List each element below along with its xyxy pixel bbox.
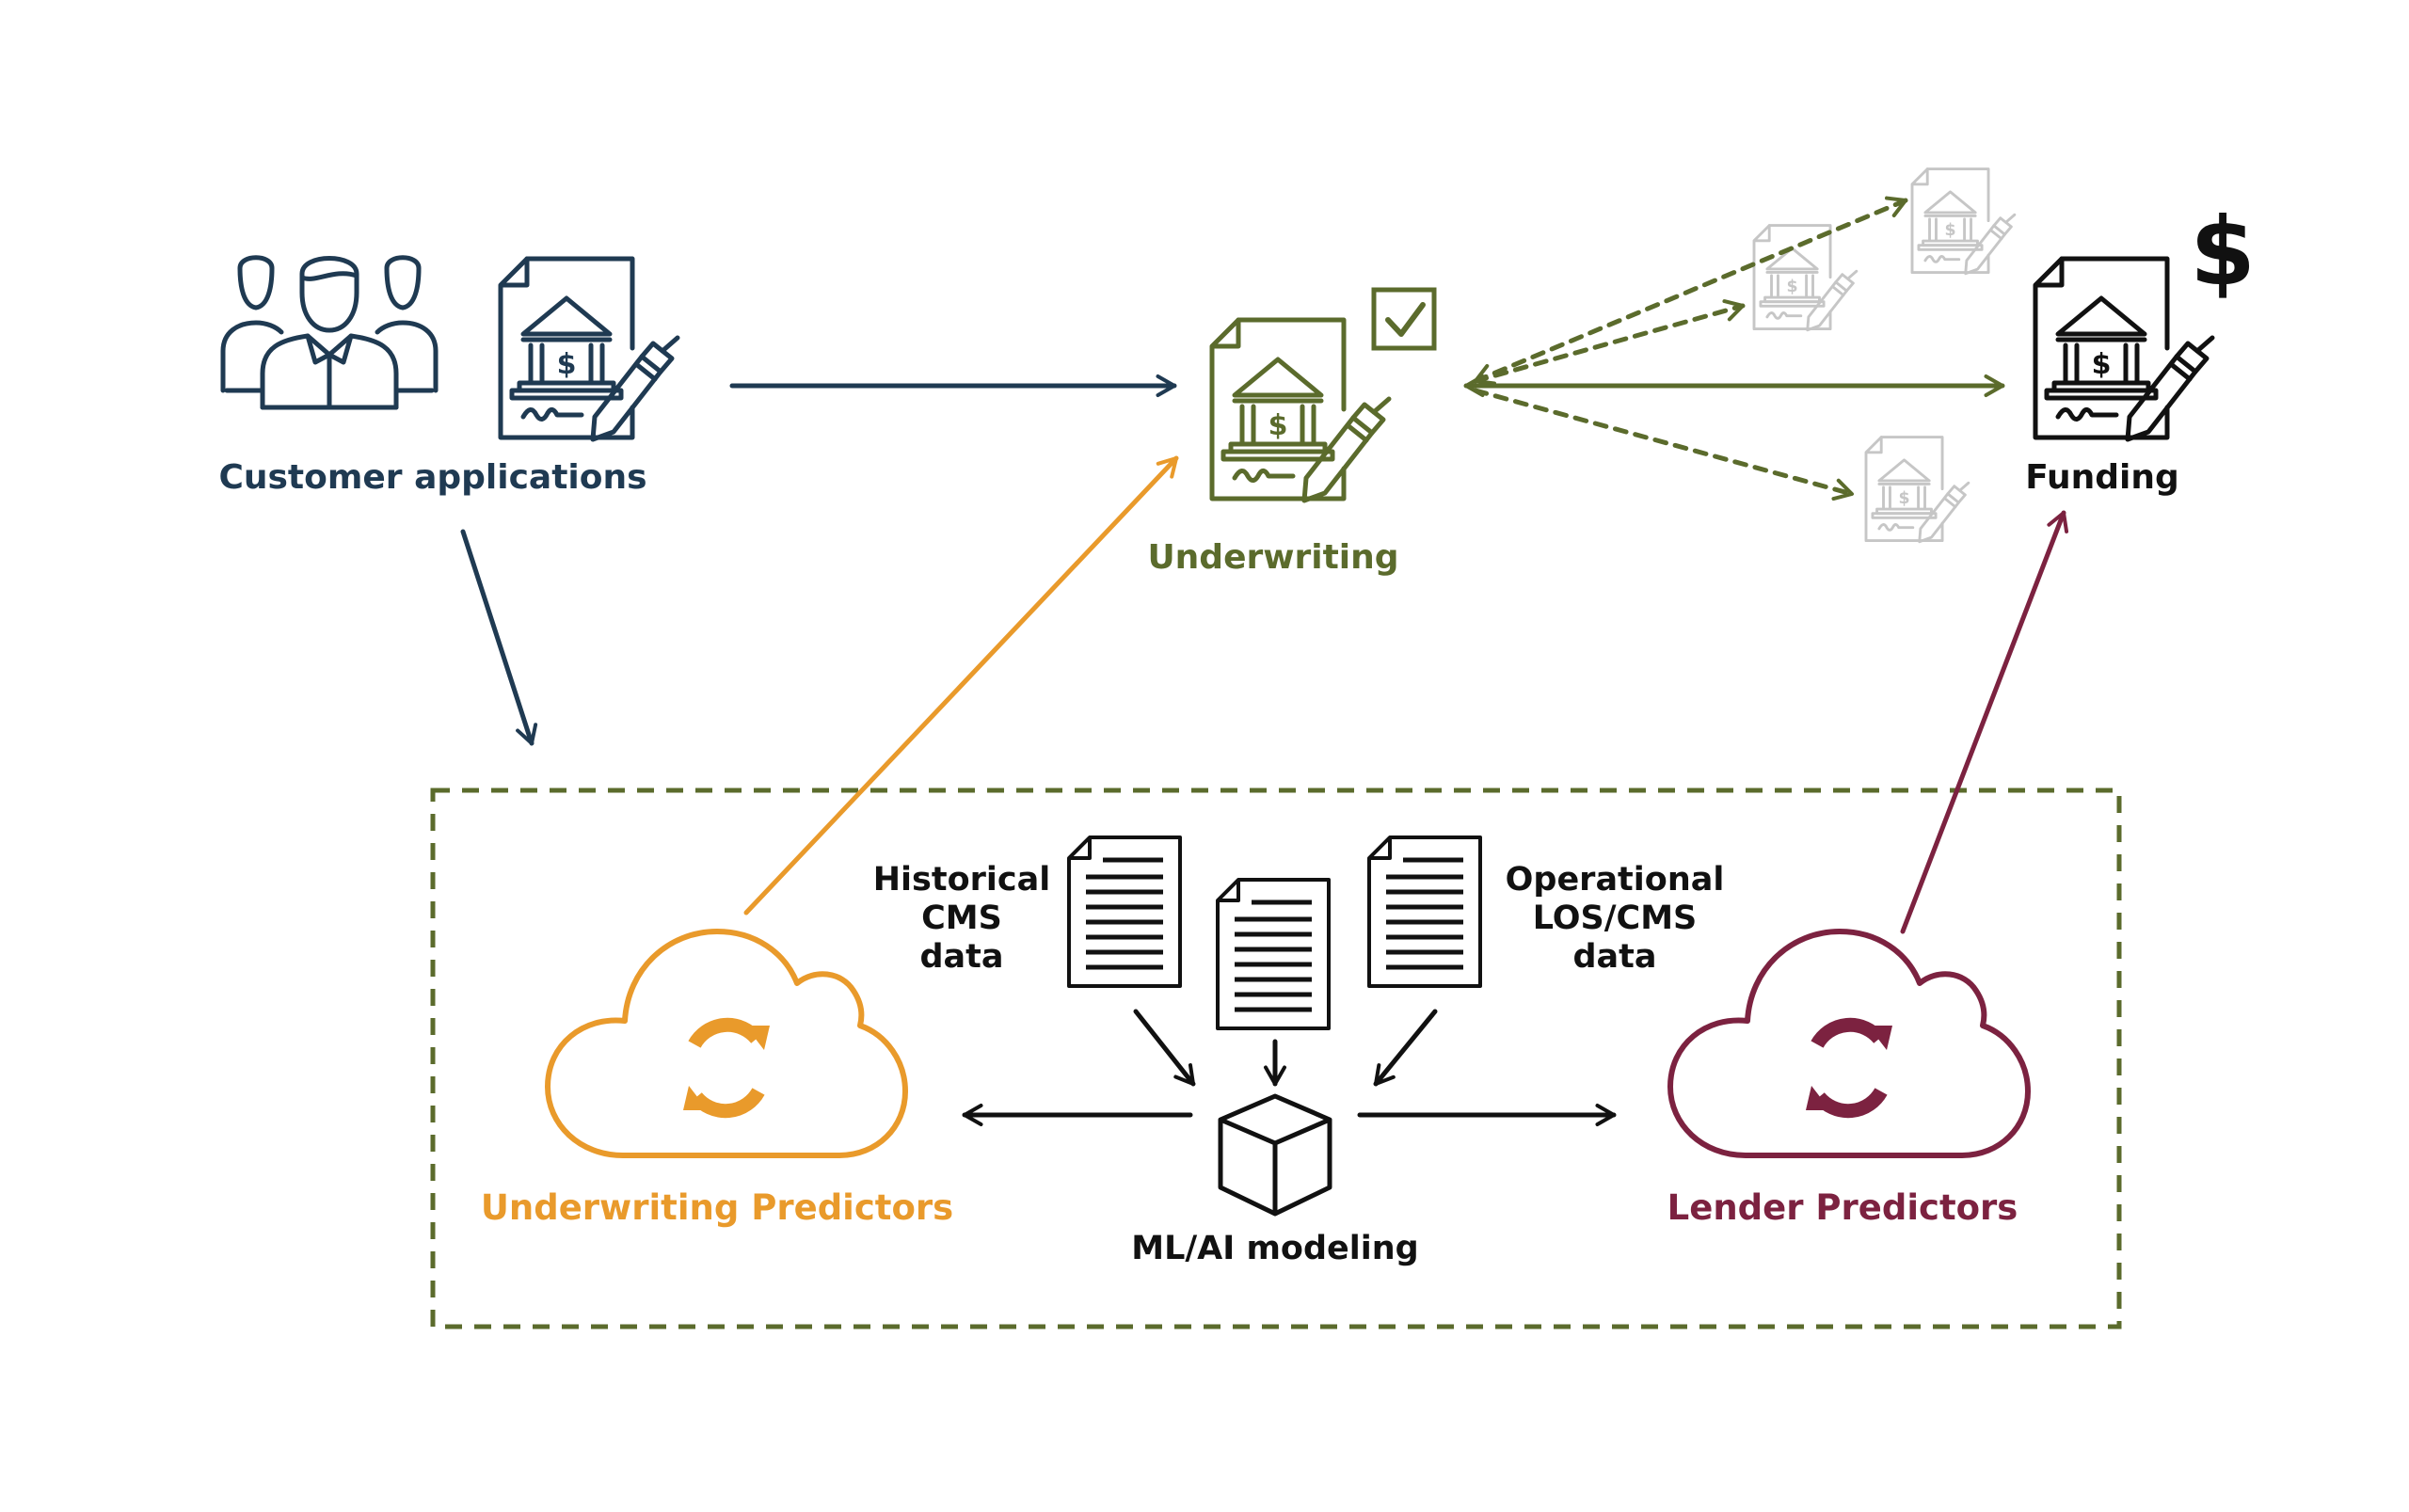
customer-applications-label: Customer applications [218,458,647,497]
historical-cms-data-label: Historical CMS data [873,861,1051,977]
bank-document-icon [1212,320,1389,501]
arrow-historical-to-modeling [1133,1009,1196,1087]
lender-predictors-label: Lender Predictors [1667,1187,2018,1228]
funding-label: Funding [2025,458,2179,497]
dashed-arrow-to-lender [1473,299,1746,384]
arrow-lender-predictors-to-funding [1900,510,2069,934]
faded-bank-document-icon [1910,167,2017,276]
faded-bank-document-icon [1864,435,1970,544]
dollar-sign-icon: $ [2190,197,2256,307]
operational-label-line: data [1572,938,1657,976]
arrow-operational-to-modeling [1373,1009,1438,1087]
cloud-sync-icon [548,931,905,1155]
historical-label-line: Historical [872,861,1051,899]
ml-ai-modeling-label: ML/AI modeling [1131,1230,1419,1267]
people-icon [223,258,436,407]
operational-label-line: Operational [1505,861,1725,899]
document-icon [1218,880,1329,1028]
bank-document-icon [501,259,678,439]
operational-label-line: LOS/CMS [1532,899,1698,937]
arrow-underwriting-predictors-to-underwriting [743,455,1179,915]
document-icon [1069,837,1180,986]
predictive-region-frame [430,788,2122,1329]
cube-icon [1218,1093,1332,1217]
document-icon [1369,837,1480,986]
bank-document-icon [2035,259,2212,439]
historical-label-line: CMS [921,899,1002,937]
dashed-arrow-to-lender [1473,388,1855,501]
underwriting-predictors-label: Underwriting Predictors [480,1187,954,1228]
dashed-arrow-to-lender [1473,196,1908,386]
checkbox-check-icon [1371,287,1437,351]
arrow-customer-to-predictive-area [460,529,538,746]
underwriting-label: Underwriting [1147,538,1399,577]
historical-label-line: data [919,938,1004,976]
operational-los-cms-data-label: Operational LOS/CMS data [1506,861,1725,977]
